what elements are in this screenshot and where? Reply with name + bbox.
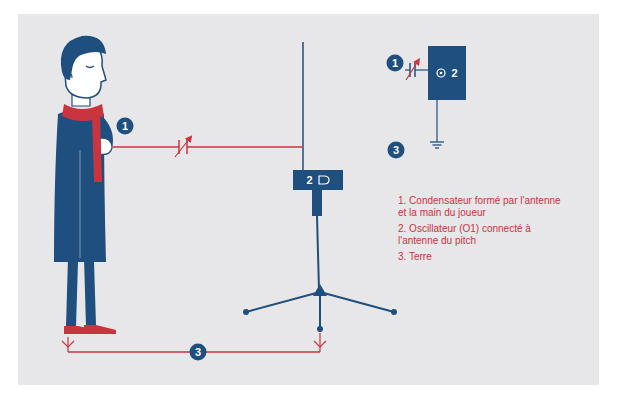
callout-number: 3 [189, 343, 207, 361]
node-label: 2 [306, 175, 312, 186]
oscillator-box: 2 [293, 170, 343, 190]
legend-note: 3. Terre [398, 251, 566, 263]
callout-number: 1 [386, 54, 404, 72]
node-label: 3 [195, 347, 201, 358]
oscillator-icon [318, 175, 330, 185]
oscillator-icon [436, 68, 446, 78]
callout-number: 1 [116, 117, 134, 135]
node-label: 1 [122, 121, 128, 132]
panel [18, 14, 599, 385]
legend-note: 1. Condensateur formé par l'antenne et l… [398, 195, 566, 219]
node-label: 2 [451, 68, 457, 79]
theremin-stand [243, 42, 397, 332]
node-label: 3 [393, 145, 399, 156]
legend-note: 2. Oscillateur (O1) connecté à l'antenne… [398, 223, 566, 247]
oscillator-box: 2 [428, 46, 466, 100]
player-figure [54, 36, 116, 334]
capacitance-line [113, 138, 302, 157]
node-label: 1 [392, 58, 398, 69]
callout-number: 3 [387, 141, 405, 159]
legend-notes: 1. Condensateur formé par l'antenne et l… [398, 195, 566, 267]
